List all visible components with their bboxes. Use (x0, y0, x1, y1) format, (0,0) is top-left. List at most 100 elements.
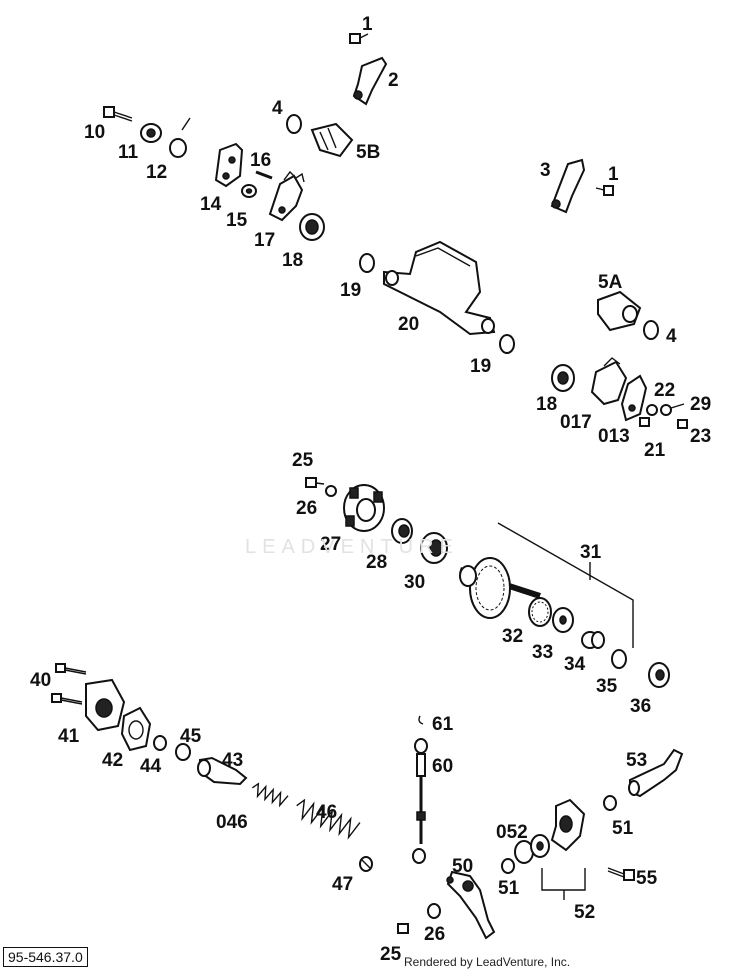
part-5a-valve (597, 290, 642, 332)
label-26b: 26 (424, 924, 445, 945)
label-27: 27 (320, 534, 341, 555)
label-44: 44 (140, 756, 162, 777)
part-44-washer (153, 735, 167, 751)
label-53: 53 (626, 750, 647, 771)
label-5a: 5A (598, 272, 623, 293)
label-19b: 19 (470, 356, 491, 377)
label-29: 29 (690, 394, 711, 415)
label-26a: 26 (296, 498, 317, 519)
part-017-segment (590, 357, 628, 406)
label-61: 61 (432, 714, 454, 735)
label-32: 32 (502, 626, 523, 647)
label-20: 20 (398, 314, 419, 335)
label-55: 55 (636, 868, 658, 889)
part-50-lever (446, 870, 496, 940)
part-20-shaft (383, 240, 496, 336)
label-046: 046 (216, 812, 248, 833)
part-22-washer (646, 404, 658, 416)
label-46: 46 (316, 802, 337, 823)
part-46-spring (296, 798, 361, 840)
part-31-gear-shaft (459, 557, 541, 619)
part-40b-screw (51, 693, 83, 705)
label-47: 47 (332, 874, 353, 895)
part-43-shaft (197, 756, 248, 786)
part-52-bracket (541, 798, 586, 900)
part-31-bracket (497, 522, 634, 648)
label-50: 50 (452, 856, 473, 877)
part-51a-washer (501, 858, 515, 874)
label-013: 013 (598, 426, 630, 447)
label-23: 23 (690, 426, 711, 447)
part-40-screw (55, 663, 87, 675)
part-25b-screw (397, 923, 409, 934)
label-25a: 25 (292, 450, 314, 471)
part-47-clip (359, 856, 373, 872)
part-34-bushing (581, 631, 605, 649)
part-18-bearing-top (299, 213, 325, 241)
label-017: 017 (560, 412, 592, 433)
part-51b-washer (603, 795, 617, 811)
label-18: 18 (282, 250, 303, 271)
part-2-lever (352, 56, 388, 106)
part-21-screw (639, 417, 650, 427)
part-25a-screw (305, 477, 325, 488)
label-28: 28 (366, 552, 387, 573)
label-12: 12 (146, 162, 167, 183)
part-16-pin (255, 170, 273, 180)
part-53-shaft (628, 748, 684, 798)
label-15: 15 (226, 210, 248, 231)
reference-code: 95-546.37.0 (3, 947, 88, 967)
label-19a: 19 (340, 280, 361, 301)
part-55-screw (607, 867, 635, 881)
watermark: LEADVENTURE (245, 536, 459, 558)
part-1b-screw (595, 185, 614, 196)
part-14-plate (214, 142, 244, 188)
part-19a-oring (359, 253, 375, 273)
part-4-oring (286, 114, 302, 134)
part-61-clip (418, 715, 424, 725)
part-3-lever (550, 158, 586, 214)
label-4b: 4 (666, 326, 677, 347)
label-60: 60 (432, 756, 453, 777)
label-052: 052 (496, 822, 528, 843)
label-52: 52 (574, 902, 595, 923)
part-11-nut (140, 123, 162, 143)
part-41-cover (85, 678, 126, 732)
label-21: 21 (644, 440, 666, 461)
part-1-screw (349, 33, 369, 44)
label-40: 40 (30, 670, 51, 691)
part-23-screw (677, 419, 688, 429)
label-42: 42 (102, 750, 123, 771)
part-17-segment (268, 170, 305, 222)
label-17: 17 (254, 230, 275, 251)
part-26b-washer (427, 903, 441, 919)
label-35: 35 (596, 676, 618, 697)
label-36: 36 (630, 696, 651, 717)
part-28-bearing (391, 518, 413, 544)
credit-text: Rendered by LeadVenture, Inc. (404, 955, 571, 969)
part-18-bearing-right (551, 364, 575, 392)
part-4b-oring (643, 320, 659, 340)
label-5b: 5B (356, 142, 380, 163)
part-36-bearing (648, 662, 670, 688)
part-30-bearing (420, 532, 448, 564)
label-43: 43 (222, 750, 243, 771)
label-3: 3 (540, 160, 551, 181)
label-33: 33 (532, 642, 553, 663)
label-22: 22 (654, 380, 675, 401)
label-4: 4 (272, 98, 283, 119)
label-1b: 1 (608, 164, 619, 185)
part-19b-oring (499, 334, 515, 354)
part-45-washer (175, 743, 191, 761)
label-51a: 51 (498, 878, 520, 899)
part-052-bushing (514, 834, 550, 864)
part-32-ratchet (528, 597, 552, 627)
label-10: 10 (84, 122, 105, 143)
label-2: 2 (388, 70, 399, 91)
label-18b: 18 (536, 394, 557, 415)
part-013-plate (620, 374, 648, 422)
label-41: 41 (58, 726, 80, 747)
label-14: 14 (200, 194, 222, 215)
part-10-bolt (103, 106, 133, 122)
part-labels: 1 2 4 5B 10 11 12 14 15 16 17 18 3 1 19 … (30, 14, 711, 965)
